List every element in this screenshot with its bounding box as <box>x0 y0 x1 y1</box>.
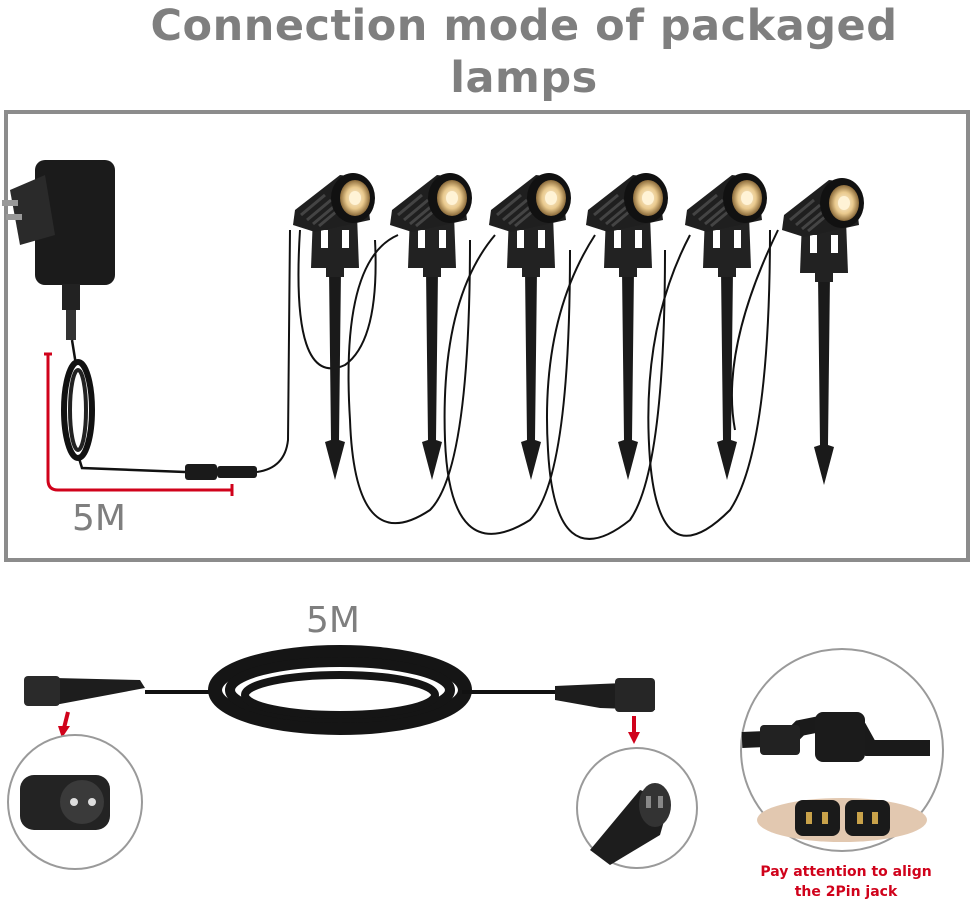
arrow-down-icon <box>628 716 640 744</box>
page-title: Connection mode of packaged lamps <box>150 1 898 103</box>
lamp-set-frame <box>4 110 970 562</box>
spotlight-icon <box>683 171 769 482</box>
alignment-note-line1: Pay attention to align <box>760 864 932 880</box>
measure-line <box>44 352 234 496</box>
connector-female-icon <box>576 747 698 869</box>
spotlight-icon <box>388 171 474 482</box>
power-adapter-icon <box>2 160 291 480</box>
spotlight-icon <box>780 176 866 487</box>
connector-male-icon <box>7 734 143 870</box>
extension-cable <box>24 645 655 735</box>
alignment-note-line2: the 2Pin jack <box>794 884 898 900</box>
arrow-down-icon <box>58 711 70 738</box>
jack-alignment-detail <box>740 648 944 852</box>
alignment-note: Pay attention to align the 2Pin jack <box>748 862 944 902</box>
top-cable-length-label: 5M <box>72 498 126 539</box>
extension-cable-length-label: 5M <box>306 600 360 641</box>
spotlight-icon <box>291 171 377 482</box>
spotlight-icon <box>487 171 573 482</box>
